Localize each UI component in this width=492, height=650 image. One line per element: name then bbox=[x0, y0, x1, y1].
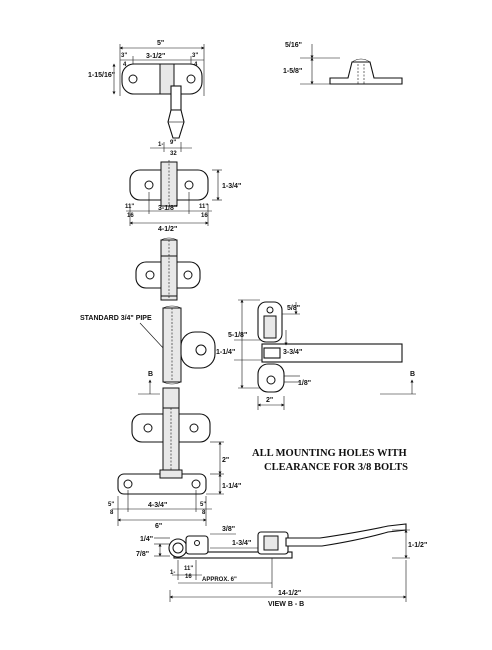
top-left-edge: 3" bbox=[121, 53, 127, 59]
view-bb: 1/4" 7/8" 3/8" 1-3/4" 1-1/2" 1- 11" 16 A… bbox=[136, 523, 427, 608]
main-pipe: STANDARD 3/4" PIPE bbox=[80, 305, 216, 385]
top-hole-right bbox=[186, 74, 196, 84]
lower-bracket: 2" 1-1/4" 5" 8 4-3/4" 5" 8 6" bbox=[108, 387, 241, 530]
lower-overall-width: 6" bbox=[155, 523, 162, 530]
vbb-dim-a: 1/4" bbox=[140, 536, 153, 543]
upper-right-den: 16 bbox=[201, 213, 208, 219]
lower-height-a: 2" bbox=[222, 457, 229, 464]
center-dim-d: 3-3/4" bbox=[283, 349, 302, 356]
vbb-overall: 14-1/2" bbox=[278, 590, 301, 597]
lower-hole-spacing: 4-3/4" bbox=[148, 502, 167, 509]
top-left-edge-den: 4 bbox=[123, 62, 127, 68]
lower-left-den: 8 bbox=[110, 510, 114, 516]
section-mark-right: B bbox=[410, 371, 415, 378]
pipe-label: STANDARD 3/4" PIPE bbox=[80, 315, 152, 322]
vbb-caption: VIEW B - B bbox=[268, 601, 304, 608]
top-bottom-den: 32 bbox=[170, 151, 177, 157]
upper-left-num: 11" bbox=[125, 204, 134, 210]
vbb-dim-e: 1-1/2" bbox=[408, 542, 427, 549]
vbb-dim-f: 1- bbox=[170, 570, 175, 576]
top-handle-knob bbox=[167, 109, 185, 139]
upper-overall-width: 4-1/2" bbox=[158, 226, 177, 233]
top-view: 5" 3" 4 3-1/2" 3" 4 1-15/16" 1- 9" 32 bbox=[88, 40, 205, 157]
top-overall-width: 5" bbox=[157, 40, 164, 47]
center-dim-e: 1/8" bbox=[298, 380, 311, 387]
side-profile bbox=[329, 61, 403, 85]
side-view: 5/16" 1-5/8" bbox=[283, 42, 403, 85]
vbb-dim-g: APPROX. 6" bbox=[202, 577, 237, 583]
lower-left-num: 5" bbox=[108, 502, 114, 508]
top-height: 1-15/16" bbox=[88, 72, 115, 79]
upper-right-num: 11" bbox=[199, 204, 208, 210]
center-dim-b: 1-1/4" bbox=[216, 349, 235, 356]
upper-height: 1-3/4" bbox=[222, 183, 241, 190]
vbb-dim-d: 1-3/4" bbox=[232, 540, 251, 547]
top-hole-left bbox=[128, 74, 138, 84]
upper-bracket: 1-3/4" 11" 16 3-1/8" 11" 16 4-1/2" bbox=[125, 160, 241, 233]
vbb-dim-c: 3/8" bbox=[222, 526, 235, 533]
center-dim-f: 2" bbox=[266, 397, 273, 404]
side-top-dim: 5/16" bbox=[285, 42, 302, 49]
upper-left-den: 16 bbox=[127, 213, 134, 219]
vbb-dim-f-num: 11" bbox=[184, 566, 193, 572]
center-dim-a: 5-1/8" bbox=[228, 332, 247, 339]
upper-hole-spacing: 3-1/8" bbox=[158, 205, 177, 212]
top-handle-stem bbox=[170, 85, 182, 111]
lower-right-den: 8 bbox=[202, 510, 206, 516]
lower-height-b: 1-1/4" bbox=[222, 483, 241, 490]
side-height: 1-5/8" bbox=[283, 68, 302, 75]
handle-arm bbox=[261, 343, 403, 363]
top-bottom-whole: 1- bbox=[158, 142, 163, 148]
top-bottom-num: 9" bbox=[170, 140, 176, 146]
vbb-dim-b: 7/8" bbox=[136, 551, 149, 558]
vbb-dim-f-den: 16 bbox=[185, 574, 192, 580]
lower-right-num: 5" bbox=[200, 502, 206, 508]
center-dim-c: 5/8" bbox=[287, 305, 300, 312]
note: ALL MOUNTING HOLES WITH CLEARANCE FOR 3/… bbox=[252, 448, 408, 473]
top-hole-spacing: 3-1/2" bbox=[146, 53, 165, 60]
note-line-2: CLEARANCE FOR 3/8 BOLTS bbox=[264, 462, 408, 473]
section-mark-left: B bbox=[148, 371, 153, 378]
center-section: 5-1/8" 1-1/4" 5/8" 3-3/4" 1/8" 2" B B bbox=[138, 299, 416, 410]
note-line-1: ALL MOUNTING HOLES WITH bbox=[252, 448, 407, 459]
vbb-handle bbox=[285, 523, 407, 547]
top-right-edge: 3" bbox=[192, 53, 198, 59]
mid-bracket bbox=[135, 237, 201, 301]
